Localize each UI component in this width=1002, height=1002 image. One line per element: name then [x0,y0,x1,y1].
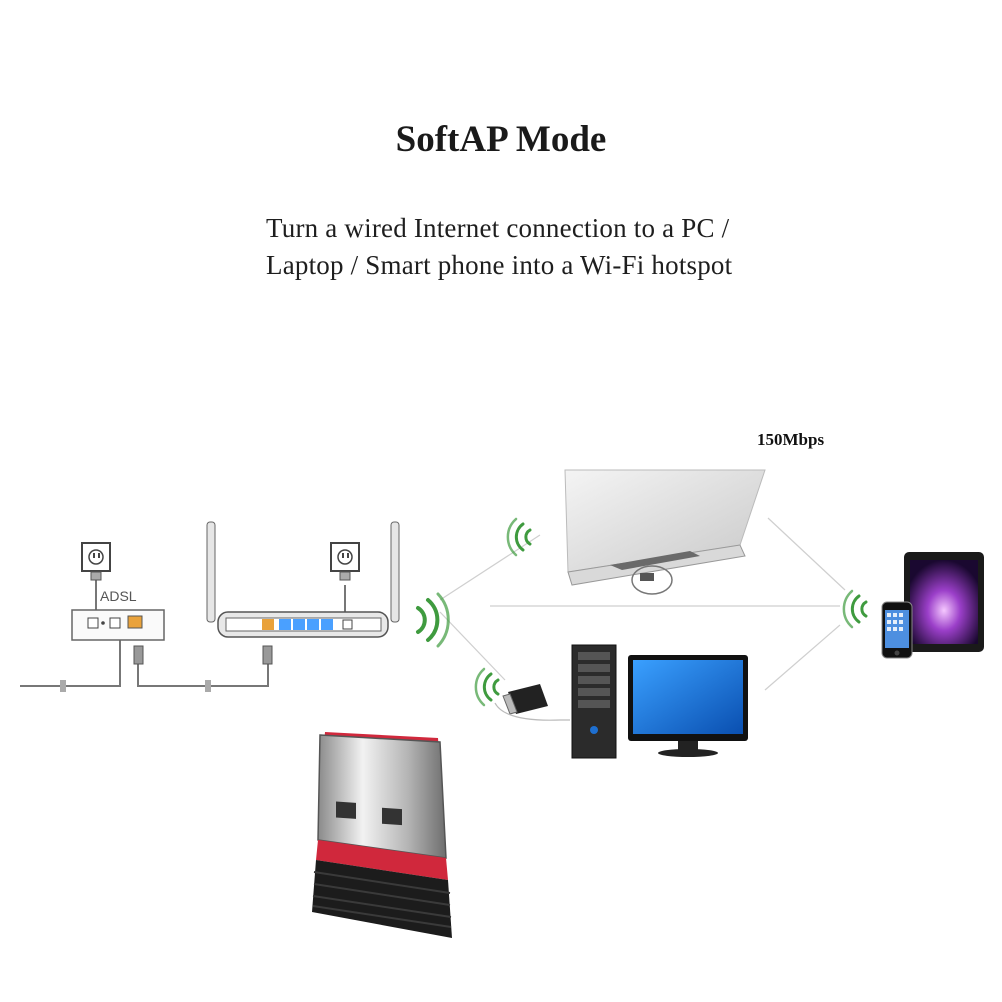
usb-wifi-adapter-icon [312,732,452,938]
wifi-signal-icon [416,592,450,648]
cable-plug [262,645,273,665]
router-icon [206,521,400,638]
speed-label: 150Mbps [757,430,825,449]
adsl-label: ADSL [100,588,137,604]
page-title: SoftAP Mode [395,119,607,160]
connection-lines [439,517,846,691]
tablet-icon [904,552,984,652]
laptop-icon [564,469,766,595]
cable-clip [60,680,66,692]
wifi-signal-icon [842,589,868,629]
subtitle-line-2: Laptop / Smart phone into a Wi-Fi hotspo… [266,250,733,280]
subtitle-line-1: Turn a wired Internet connection to a PC… [266,213,730,243]
cable-clip [205,680,211,692]
usb-wifi-adapter-icon [494,684,570,721]
adsl-modem-icon [71,609,165,641]
smartphone-icon [881,601,913,659]
subtitle: Turn a wired Internet connection to a PC… [266,210,732,284]
wifi-signal-icon [506,517,532,557]
wifi-signal-icon [474,667,500,707]
power-outlet-icon [330,542,360,581]
monitor-icon [628,655,748,757]
power-outlet-icon [81,542,111,581]
desktop-pc-icon [571,644,617,759]
cable-plug [133,645,144,665]
